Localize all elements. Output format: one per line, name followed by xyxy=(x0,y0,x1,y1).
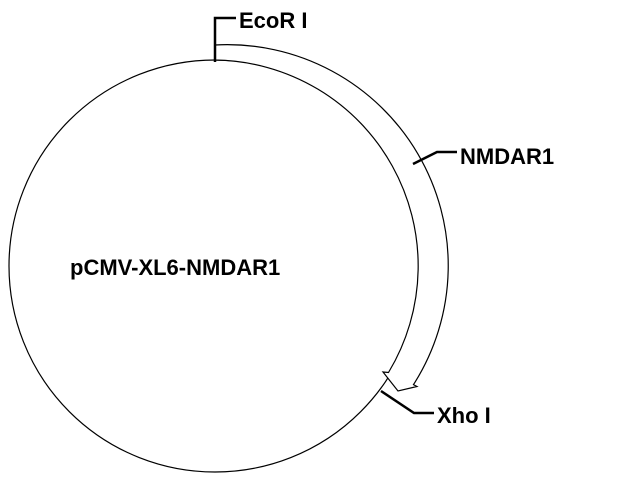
plasmid-name-label: pCMV-XL6-NMDAR1 xyxy=(70,255,280,280)
xhoi-site-label: Xho I xyxy=(437,403,491,428)
insert-arrow xyxy=(214,44,449,392)
xhoi-site-marker xyxy=(380,389,434,415)
insert-feature-label: NMDAR1 xyxy=(460,144,554,169)
ecori-site-label: EcoR I xyxy=(239,8,307,33)
insert-feature-marker xyxy=(412,150,457,166)
ecori-site-marker xyxy=(213,16,236,62)
